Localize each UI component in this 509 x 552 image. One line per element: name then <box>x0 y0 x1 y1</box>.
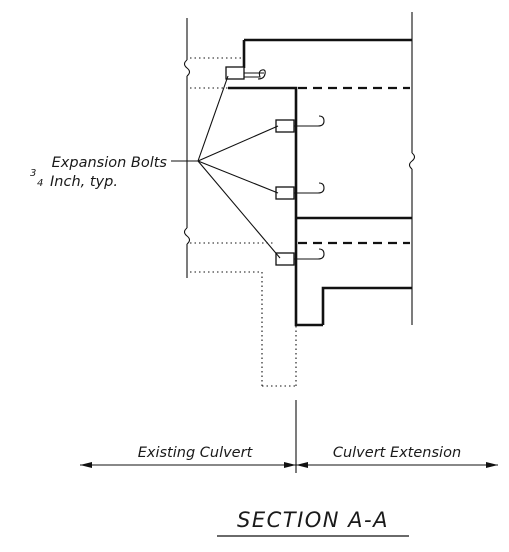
existing-wall-break-line <box>183 18 191 278</box>
dimension-line <box>80 462 498 468</box>
expansion-bolt-1 <box>225 66 266 80</box>
existing-culvert-label: Existing Culvert <box>138 445 254 461</box>
culvert-extension-label: Culvert Extension <box>333 445 461 461</box>
expansion-bolt-2 <box>275 115 325 133</box>
existing-culvert-outline <box>190 57 297 387</box>
extension-wall-break-line <box>408 12 416 325</box>
bolt-size-fraction-denominator: 4 <box>37 178 43 189</box>
expansion-bolt-4 <box>275 248 325 266</box>
expansion-bolts-label: Expansion Bolts <box>52 155 168 171</box>
section-title: SECTION A-A <box>237 508 389 532</box>
bolt-size-fraction-numerator: 3 <box>30 168 36 179</box>
bolt-leader-lines <box>171 75 281 259</box>
reinforcement-lines <box>298 86 410 245</box>
bolt-size-label: Inch, typ. <box>50 174 118 190</box>
culvert-extension-outline <box>228 38 412 327</box>
expansion-bolt-3 <box>275 182 325 200</box>
